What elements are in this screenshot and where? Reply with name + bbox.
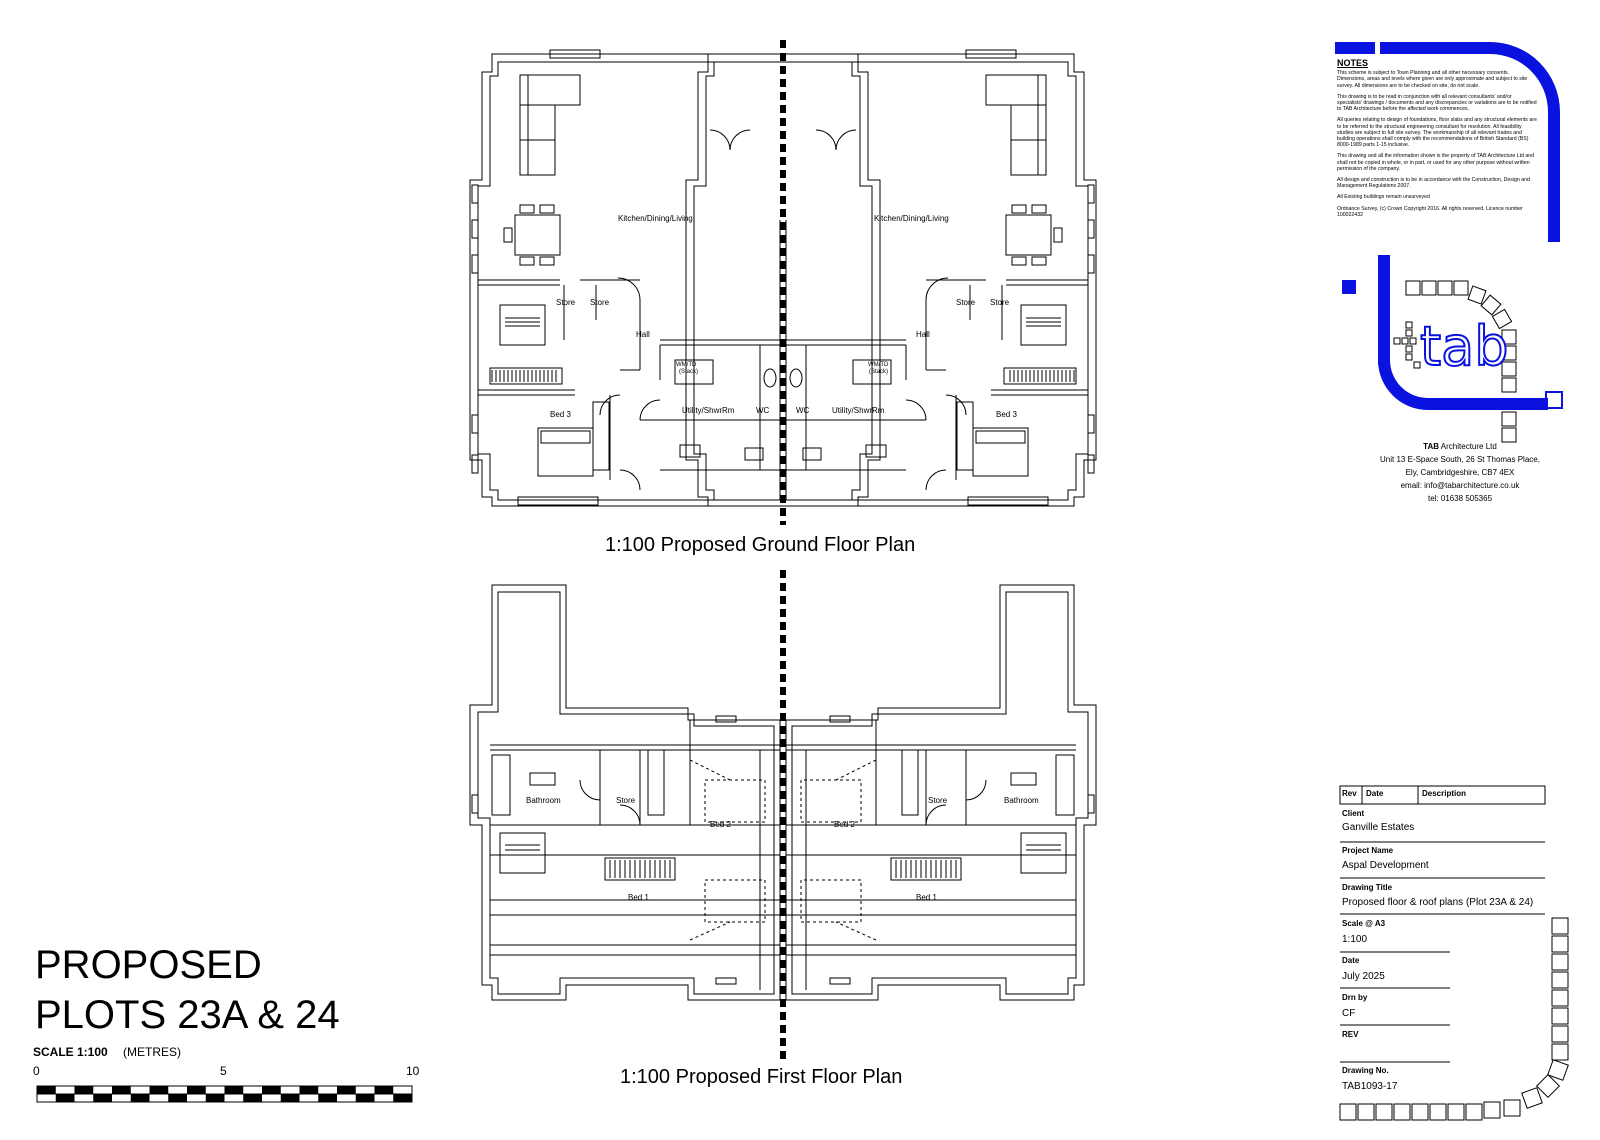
room-label-kitchen-left: Kitchen/Dining/Living [618,214,693,223]
first-floor-plan-left [469,584,781,1001]
room-label-store-first-right: Store [928,796,948,805]
drn-value: CF [1342,1008,1356,1019]
drawing-title-value: Proposed floor & roof plans (Plot 23A & … [1342,897,1534,908]
headline-line-2: PLOTS 23A & 24 [35,993,340,1037]
date-col-header: Date [1366,789,1384,798]
room-label-store-right-2: Store [990,298,1010,307]
room-label-bathroom-left: Bathroom [526,796,561,805]
room-label-utility-left: Utility/ShwrRm [682,406,735,415]
notes-panel: NOTES This scheme is subject to Town Pla… [1337,58,1537,223]
room-label-store-right-1: Store [956,298,976,307]
room-label-bed2-left: Bed 2 [710,820,731,829]
project-value: Aspal Development [1342,860,1429,871]
company-address: TAB Architecture Ltd Unit 13 E-Space Sou… [1360,440,1560,505]
address-line-1: Unit 13 E-Space South, 26 St Thomas Plac… [1380,455,1540,464]
logo-wordmark: tab [1419,315,1510,378]
scale-a3-label: Scale @ A3 [1342,919,1386,928]
room-label-wmtd-left: WM/TD [676,362,697,368]
scale-tick-10: 10 [406,1064,420,1078]
note-5: All design and construction is to be in … [1337,177,1530,190]
room-label-bed3-left: Bed 3 [550,410,571,419]
scale-units: (METRES) [123,1045,181,1059]
room-label-bathroom-right: Bathroom [1004,796,1039,805]
scale-tick-0: 0 [33,1064,40,1078]
first-floor-caption: 1:100 Proposed First Floor Plan [620,1066,903,1088]
room-label-wmtd-right: WM/TD [868,362,889,368]
room-label-kitchen-right: Kitchen/Dining/Living [874,214,949,223]
scale-label: SCALE 1:100 [33,1045,108,1059]
room-label-bed2-right: Bed 2 [834,820,855,829]
room-label-stack-right: (Stack) [869,369,889,375]
address-line-2: Ely, Cambridgeshire, CB7 4EX [1405,468,1515,477]
ground-floor-plan-left [469,49,881,507]
room-label-store-left-2: Store [590,298,610,307]
rev-label: REV [1342,1030,1359,1039]
ground-floor-caption: 1:100 Proposed Ground Floor Plan [605,534,916,556]
project-label: Project Name [1342,846,1394,855]
description-col-header: Description [1422,789,1467,798]
note-6: All Existing buildings remain unsurveyed [1337,194,1430,201]
client-label: Client [1342,809,1365,818]
date-label: Date [1342,956,1360,965]
room-label-stack-left: (Stack) [679,369,699,375]
note-2: This drawing is to be read in conjunctio… [1337,93,1537,113]
title-block-lines [1339,785,1569,1121]
room-label-bed1-right: Bed 1 [916,893,937,902]
room-label-bed3-right: Bed 3 [996,410,1017,419]
room-label-hall-right: Hall [916,330,930,339]
ground-floor-plan-right [685,49,1097,507]
notes-frame [1335,42,1560,242]
drawing-no-value: TAB1093-17 [1342,1081,1398,1092]
room-label-bed1-left: Bed 1 [628,893,649,902]
drawing-no-label: Drawing No. [1342,1066,1389,1075]
room-label-wc-right: WC [796,406,810,415]
rev-col-header: Rev [1342,789,1357,798]
drn-label: Drn by [1342,993,1368,1002]
company-name: TAB Architecture Ltd [1423,442,1497,451]
scale-a3-value: 1:100 [1342,934,1368,945]
company-tel: tel: 01638 505365 [1427,494,1493,503]
tab-logo [1342,255,1563,443]
note-7: Ordnance Survey, (c) Crown Copyright 201… [1337,205,1523,218]
first-floor-plan-right [785,584,1097,1001]
note-4: This drawing and all the information sho… [1337,153,1535,172]
room-label-wc-left: WC [756,406,770,415]
room-label-store-left-1: Store [556,298,576,307]
scale-tick-5: 5 [220,1064,227,1078]
headline-line-1: PROPOSED [35,943,262,987]
note-3: All queries relating to design of founda… [1337,117,1537,149]
date-value: July 2025 [1342,971,1385,982]
client-value: Ganville Estates [1342,822,1415,833]
company-email: email: info@tabarchitecture.co.uk [1400,481,1520,490]
notes-heading: NOTES [1337,58,1369,68]
room-label-hall-left: Hall [636,330,650,339]
note-1: This scheme is subject to Town Planning … [1337,70,1528,89]
room-label-store-first-left: Store [616,796,636,805]
drawing-title-label: Drawing Title [1342,883,1393,892]
room-label-utility-right: Utility/ShwrRm [832,406,885,415]
scale-bar [36,1085,413,1103]
